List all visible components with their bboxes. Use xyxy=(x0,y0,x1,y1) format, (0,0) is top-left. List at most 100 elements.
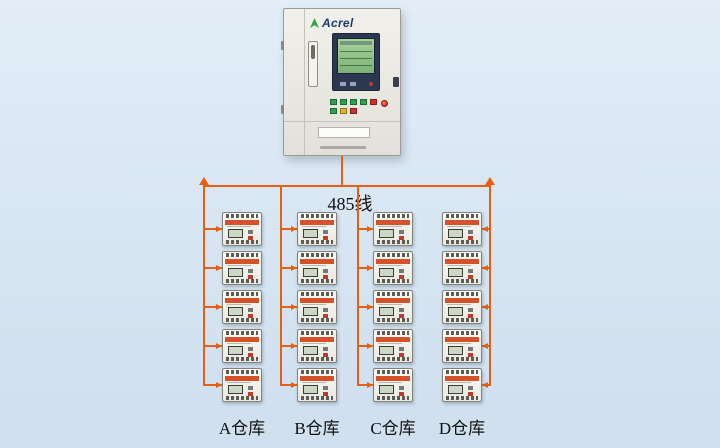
device-button xyxy=(323,275,328,279)
meter-device xyxy=(442,368,482,402)
device-label-line xyxy=(227,265,251,266)
device-stripe xyxy=(376,220,410,225)
terminal-row-bottom xyxy=(226,396,258,400)
device-stripe xyxy=(376,337,410,342)
device-lcd xyxy=(379,346,394,355)
device-button xyxy=(399,314,404,318)
terminal-row-bottom xyxy=(226,318,258,322)
branch-arrow xyxy=(291,382,297,388)
device-lcd xyxy=(448,385,463,394)
meter-device xyxy=(442,251,482,285)
device-label-line xyxy=(447,304,471,305)
device-label-line xyxy=(447,226,471,227)
meter-device xyxy=(297,212,337,246)
control-cabinet: Acrel xyxy=(281,8,401,156)
cabinet-lock xyxy=(393,77,399,87)
device-lcd xyxy=(228,346,243,355)
device-lcd xyxy=(228,385,243,394)
door-seam xyxy=(304,9,305,155)
branch-line xyxy=(203,384,222,386)
device-lcd xyxy=(303,385,318,394)
branch-arrow xyxy=(482,382,488,388)
device-button xyxy=(248,347,253,351)
device-button xyxy=(323,230,328,234)
screen-line xyxy=(340,65,372,66)
branch-line xyxy=(357,267,373,269)
yellow-button xyxy=(340,108,347,114)
bus-drop-line xyxy=(357,186,359,386)
device-stripe xyxy=(300,259,334,264)
device-label-line xyxy=(227,304,251,305)
branch-arrow xyxy=(291,265,297,271)
device-lcd xyxy=(448,307,463,316)
device-label-line xyxy=(302,343,326,344)
meter-device xyxy=(442,290,482,324)
device-stripe xyxy=(445,337,479,342)
terminal-row-bottom xyxy=(377,318,409,322)
device-button xyxy=(248,275,253,279)
lcd-screen xyxy=(337,38,375,74)
acrel-logo: Acrel xyxy=(310,16,354,30)
device-button xyxy=(323,386,328,390)
warehouse-label-c: C仓库 xyxy=(370,419,416,438)
branch-line xyxy=(280,306,297,308)
device-button xyxy=(399,308,404,312)
device-stripe xyxy=(225,259,259,264)
meter-device xyxy=(222,251,262,285)
terminal-row-top xyxy=(301,292,333,296)
device-button xyxy=(468,269,473,273)
meter-device xyxy=(373,368,413,402)
device-stripe xyxy=(300,337,334,342)
device-button xyxy=(399,275,404,279)
terminal-row-bottom xyxy=(301,357,333,361)
device-label-line xyxy=(378,343,402,344)
bezel-button xyxy=(350,82,356,86)
branch-line xyxy=(357,384,373,386)
green-button xyxy=(340,99,347,105)
meter-device xyxy=(222,290,262,324)
terminal-row-top xyxy=(301,214,333,218)
terminal-row-top xyxy=(377,370,409,374)
device-label-line xyxy=(302,265,326,266)
device-button xyxy=(323,236,328,240)
branch-arrow xyxy=(291,304,297,310)
terminal-row-top xyxy=(301,253,333,257)
bus-label: 485线 xyxy=(327,194,373,214)
device-stripe xyxy=(300,220,334,225)
branch-line xyxy=(280,345,297,347)
device-lcd xyxy=(379,307,394,316)
device-button xyxy=(323,392,328,396)
device-button xyxy=(468,314,473,318)
terminal-row-bottom xyxy=(446,318,478,322)
device-label-line xyxy=(378,265,402,266)
device-label-line xyxy=(302,382,326,383)
device-lcd xyxy=(228,268,243,277)
device-label-line xyxy=(447,343,471,344)
device-button xyxy=(399,392,404,396)
device-stripe xyxy=(225,298,259,303)
branch-arrow xyxy=(216,265,222,271)
screen-line xyxy=(340,58,372,59)
device-stripe xyxy=(225,220,259,225)
device-label-line xyxy=(227,343,251,344)
branch-arrow xyxy=(482,304,488,310)
green-button xyxy=(330,108,337,114)
branch-line xyxy=(280,267,297,269)
device-lcd xyxy=(379,268,394,277)
device-button xyxy=(399,236,404,240)
device-button xyxy=(399,269,404,273)
bus-end-arrow-left xyxy=(199,177,209,185)
branch-arrow xyxy=(216,382,222,388)
red-button xyxy=(370,99,377,105)
meter-device xyxy=(297,329,337,363)
terminal-row-bottom xyxy=(301,279,333,283)
device-label-line xyxy=(302,226,326,227)
device-button xyxy=(399,353,404,357)
branch-line xyxy=(203,306,222,308)
bus-drop-line xyxy=(489,186,491,386)
terminal-row-bottom xyxy=(301,240,333,244)
screen-bezel xyxy=(332,33,380,91)
device-lcd xyxy=(303,307,318,316)
hinge xyxy=(281,41,284,50)
device-button xyxy=(468,392,473,396)
